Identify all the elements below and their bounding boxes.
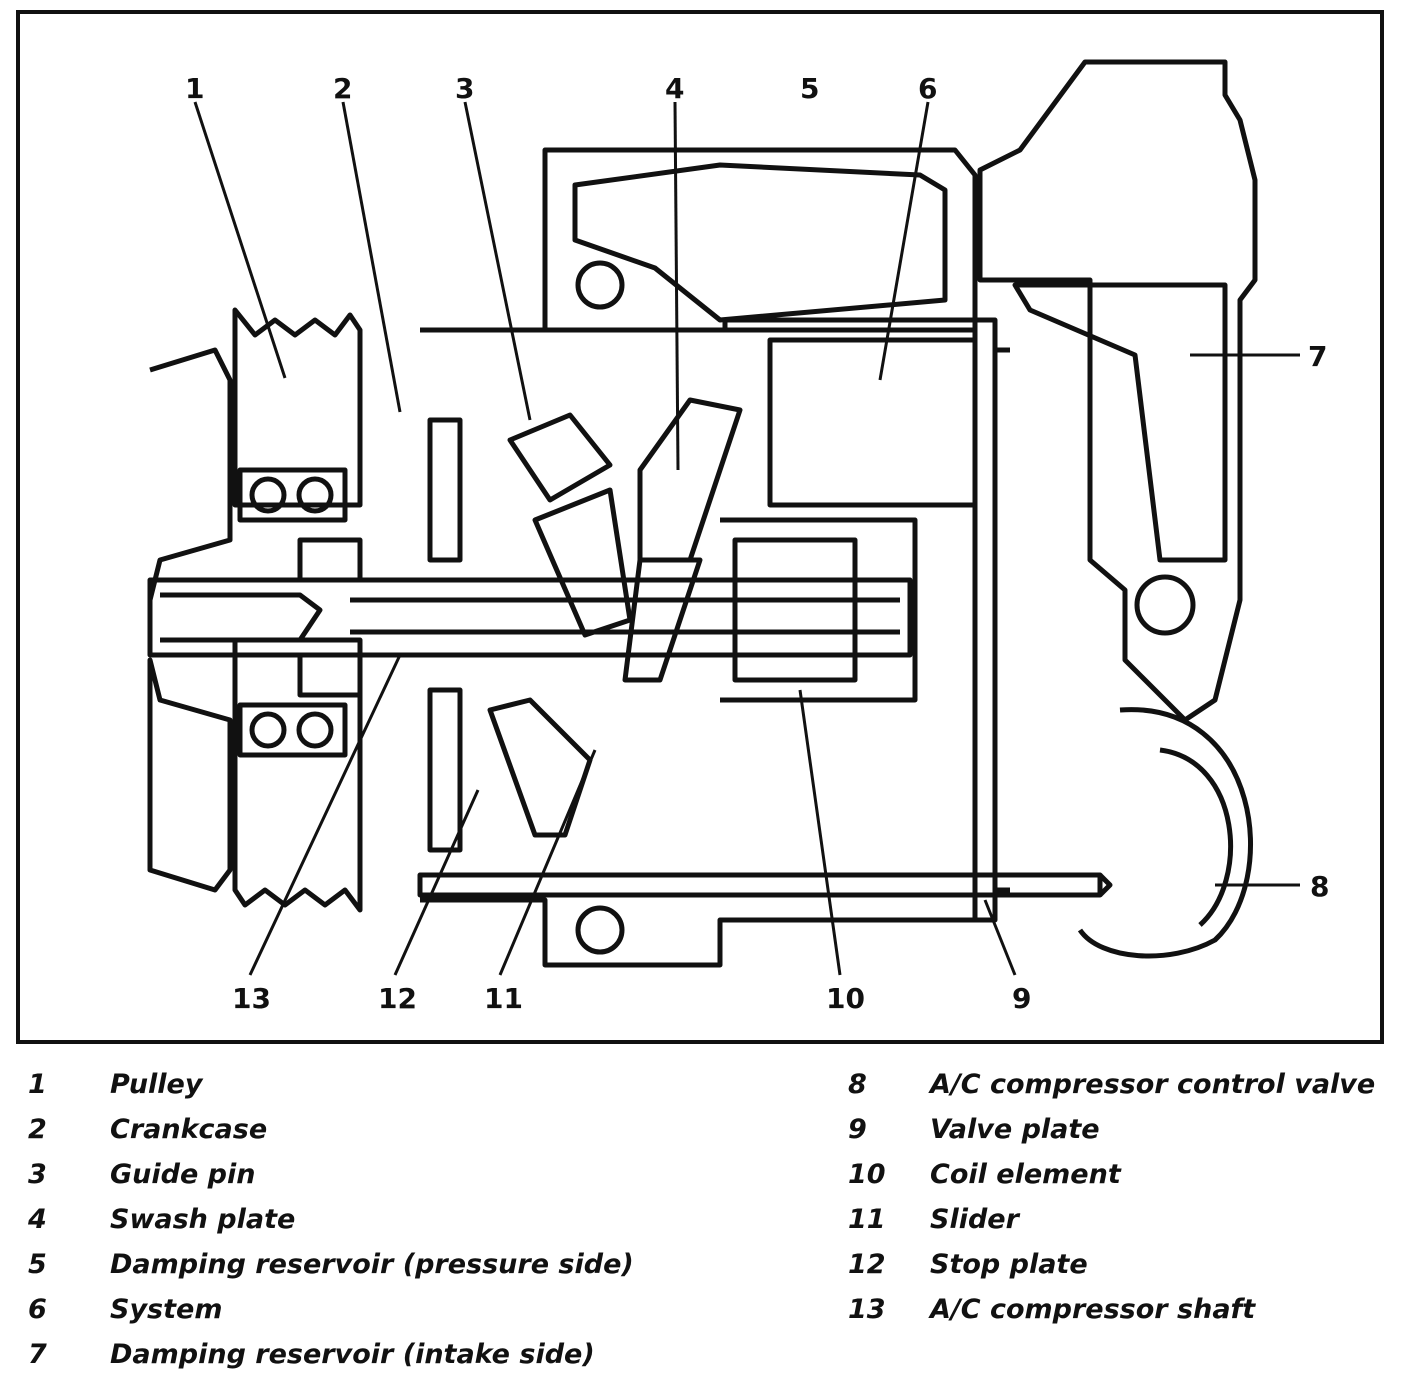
leader-line-13	[248, 654, 402, 976]
callout-numbers: 1 2 3 4 5 6 7 8 9 10 11 12 13	[185, 72, 1329, 1015]
legend-number: 13	[848, 1294, 886, 1325]
leader-line-9	[983, 899, 1017, 976]
legend-item: 1 Pulley	[28, 1062, 728, 1107]
callout-6: 6	[918, 72, 937, 105]
legend-item: 13 A/C compressor shaft	[848, 1287, 1408, 1332]
legend-number: 10	[848, 1159, 886, 1190]
legend-label: Crankcase	[110, 1114, 268, 1145]
leader-line-4	[673, 101, 680, 471]
legend-label: System	[110, 1294, 223, 1325]
legend-label: Damping reservoir (pressure side)	[110, 1249, 634, 1280]
callout-4: 4	[665, 72, 684, 105]
callout-12: 12	[378, 982, 417, 1015]
legend-item: 8 A/C compressor control valve	[848, 1062, 1408, 1107]
legend-item: 4 Swash plate	[28, 1197, 728, 1242]
legend-label: Coil element	[930, 1159, 1121, 1190]
callout-7: 7	[1308, 340, 1327, 373]
legend-label: Guide pin	[110, 1159, 256, 1190]
legend-number: 8	[848, 1069, 867, 1100]
legend-number: 7	[28, 1339, 47, 1370]
legend-left-column: 1 Pulley 2 Crankcase 3 Guide pin 4 Swash pla…	[28, 1062, 728, 1377]
legend-number: 6	[28, 1294, 47, 1325]
legend-item: 2 Crankcase	[28, 1107, 728, 1152]
legend-item: 12 Stop plate	[848, 1242, 1408, 1287]
legend-number: 4	[28, 1204, 47, 1235]
callout-8: 8	[1310, 870, 1329, 903]
legend-number: 11	[848, 1204, 886, 1235]
legend-number: 5	[28, 1249, 47, 1280]
legend-number: 1	[28, 1069, 47, 1100]
legend-label: Slider	[930, 1204, 1019, 1235]
legend-number: 3	[28, 1159, 47, 1190]
legend-label: Swash plate	[110, 1204, 296, 1235]
legend-item: 5 Damping reservoir (pressure side)	[28, 1242, 728, 1287]
legend-label: A/C compressor control valve	[930, 1069, 1376, 1100]
callout-5: 5	[800, 72, 819, 105]
legend-item: 6 System	[28, 1287, 728, 1332]
callout-9: 9	[1012, 982, 1031, 1015]
legend-number: 12	[848, 1249, 886, 1280]
leader-line-3	[463, 101, 532, 421]
leader-line-2	[341, 101, 402, 413]
legend-item: 10 Coil element	[848, 1152, 1408, 1197]
leader-line-6	[878, 101, 930, 381]
legend-item: 11 Slider	[848, 1197, 1408, 1242]
leader-lines	[193, 101, 1300, 976]
callout-13: 13	[232, 982, 271, 1015]
callout-3: 3	[455, 72, 474, 105]
legend-number: 9	[848, 1114, 867, 1145]
legend-label: A/C compressor shaft	[930, 1294, 1256, 1325]
legend-label: Pulley	[110, 1069, 203, 1100]
compressor-diagram: 1 2 3 4 5 6 7 8 9 10 11 12 13	[16, 10, 1384, 1044]
callout-11: 11	[484, 982, 523, 1015]
callout-2: 2	[333, 72, 352, 105]
legend-label: Damping reservoir (intake side)	[110, 1339, 595, 1370]
leader-line-1	[193, 101, 287, 379]
legend-label: Valve plate	[930, 1114, 1100, 1145]
compressor-drawing	[147, 59, 1258, 968]
legend-item: 9 Valve plate	[848, 1107, 1408, 1152]
legend-number: 2	[28, 1114, 47, 1145]
callout-10: 10	[826, 982, 865, 1015]
leader-line-11	[498, 749, 597, 976]
legend-item: 3 Guide pin	[28, 1152, 728, 1197]
callout-1: 1	[185, 72, 204, 105]
leader-line-10	[798, 689, 842, 976]
legend-right-column: 8 A/C compressor control valve 9 Valve pla…	[848, 1062, 1408, 1332]
leader-line-12	[393, 789, 480, 976]
diagram-frame	[16, 10, 1384, 1044]
legend-label: Stop plate	[930, 1249, 1088, 1280]
legend-item: 7 Damping reservoir (intake side)	[28, 1332, 728, 1377]
